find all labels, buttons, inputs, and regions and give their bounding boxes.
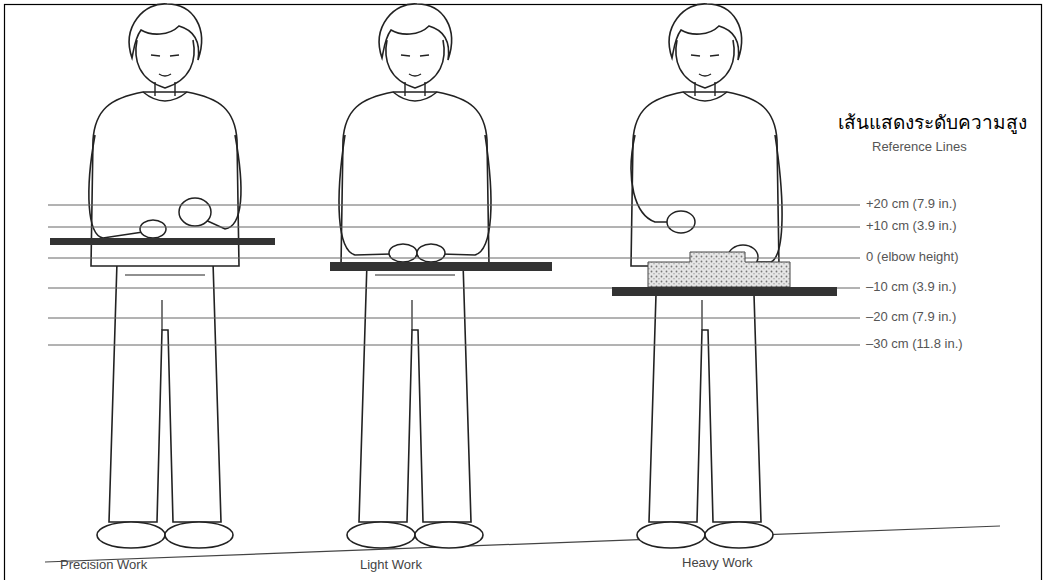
reference-lines xyxy=(48,205,860,345)
reference-line-label: –20 cm (7.9 in.) xyxy=(866,309,956,324)
reference-line-label-box: +20 cm (7.9 in.) xyxy=(866,197,957,212)
legend-heading: Reference Lines xyxy=(872,139,967,154)
reference-line-label: –30 cm (11.8 in.) xyxy=(866,336,963,351)
heavy-workpiece xyxy=(648,252,790,287)
reference-line-label: +20 cm (7.9 in.) xyxy=(866,196,957,211)
reference-line-label: –10 cm (3.9 in.) xyxy=(866,279,956,294)
precision-bench xyxy=(50,238,275,245)
reference-line-label-box: –20 cm (7.9 in.) xyxy=(866,310,956,325)
figure-caption: Heavy Work xyxy=(682,555,753,570)
figure-caption: Precision Work xyxy=(60,557,147,572)
figure-caption: Light Work xyxy=(360,557,422,572)
section-heading-box: เส้นแสดงระดับความสูง xyxy=(838,112,1027,134)
reference-line-label: +10 cm (3.9 in.) xyxy=(866,218,957,233)
frame xyxy=(5,5,1042,580)
reference-line-label-box: –30 cm (11.8 in.) xyxy=(866,337,963,352)
precision-worker xyxy=(89,4,241,548)
figure-caption-box: Precision Work xyxy=(60,558,147,573)
reference-line-label-box: +10 cm (3.9 in.) xyxy=(866,219,957,234)
reference-line-label-box: 0 (elbow height) xyxy=(866,250,959,265)
section-heading: เส้นแสดงระดับความสูง xyxy=(838,111,1027,133)
reference-line-label-box: –10 cm (3.9 in.) xyxy=(866,280,956,295)
heavy-bench xyxy=(612,287,837,296)
light-worker xyxy=(339,4,491,548)
reference-line-label: 0 (elbow height) xyxy=(866,249,959,264)
figure-caption-box: Heavy Work xyxy=(682,556,753,571)
light-bench xyxy=(330,262,552,271)
figure-caption-box: Light Work xyxy=(360,558,422,573)
legend-heading-box: Reference Lines xyxy=(872,140,967,155)
